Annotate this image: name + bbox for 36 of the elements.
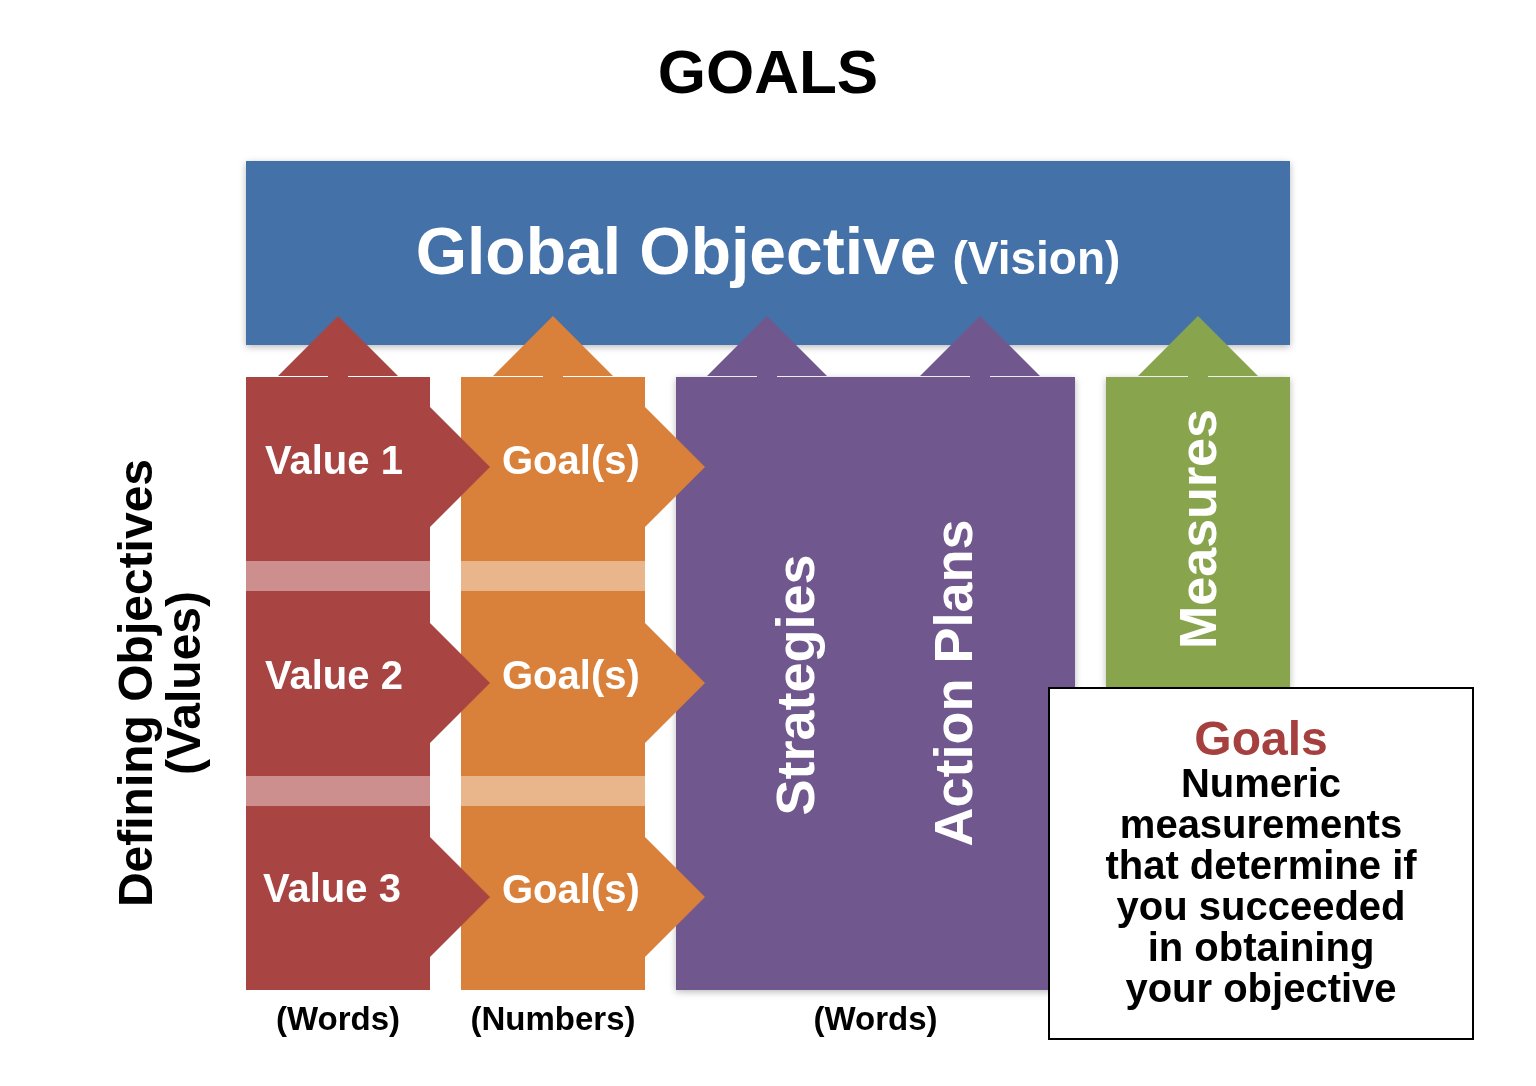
arrow (1138, 316, 1258, 377)
column-label: Action Plans (926, 519, 980, 847)
value-block (246, 776, 430, 990)
vision-banner (246, 161, 1290, 345)
arrow (430, 407, 490, 527)
strategy-column (676, 377, 1075, 990)
arrow (278, 316, 398, 377)
block-label: Goal(s) (502, 655, 640, 695)
block-label: Value 3 (263, 868, 401, 908)
side-label: Defining Objectives (Values) (112, 457, 208, 910)
block-label: Value 1 (265, 440, 403, 480)
arrow (707, 316, 827, 377)
column-caption: (Words) (276, 1001, 400, 1035)
arrow (430, 623, 490, 743)
column-label: Measures (1172, 409, 1224, 649)
block-label: Value 2 (265, 655, 403, 695)
arrow (430, 837, 490, 957)
arrow (493, 316, 613, 377)
value-block (246, 377, 430, 561)
block-label: Goal(s) (502, 869, 640, 909)
column-caption: (Numbers) (470, 1001, 636, 1035)
goal-block (461, 561, 645, 776)
arrow (920, 316, 1040, 377)
arrow (645, 623, 705, 743)
callout-text: Numeric measurements that determine if you succeeded in obtaining your objective (1104, 763, 1418, 1009)
arrow (645, 407, 705, 527)
page-title: GOALS (657, 41, 879, 103)
goal-block (461, 776, 645, 990)
block-label: Goal(s) (502, 440, 640, 480)
callout-box (1048, 687, 1474, 1040)
goal-block (461, 377, 645, 561)
column-caption: (Words) (813, 1001, 938, 1035)
value-block (246, 561, 430, 776)
callout-heading: Goals (1194, 715, 1328, 763)
arrow (645, 837, 705, 957)
measures-column (1106, 377, 1290, 687)
